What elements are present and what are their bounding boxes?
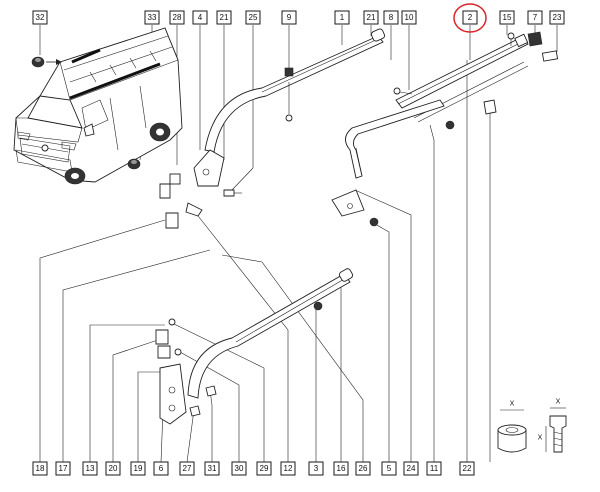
callout-label: 1 [340,13,345,22]
callout-label: 27 [183,464,192,473]
callout-20[interactable]: 20 [105,461,121,476]
dimension-label-2: X [538,435,543,442]
callout-23[interactable]: 23 [549,10,565,25]
callout-label: 33 [148,13,157,22]
callout-label: 11 [430,464,439,473]
callout-6[interactable]: 6 [153,461,169,476]
callout-2[interactable]: 2 [462,10,478,25]
callout-30[interactable]: 30 [231,461,247,476]
small-parts-top-right [483,31,559,115]
callout-27[interactable]: 27 [179,461,195,476]
callout-label: 2 [468,13,473,22]
lower-rail [155,268,354,425]
callout-17[interactable]: 17 [55,461,71,476]
callout-label: 25 [249,13,258,22]
dimension-detail: X X X [497,399,567,453]
callout-label: 20 [109,464,118,473]
callout-18[interactable]: 18 [32,461,48,476]
callout-label: 21 [367,13,376,22]
right-rail [345,33,529,179]
callout-25[interactable]: 25 [245,10,261,25]
clip-part-33 [127,158,141,170]
callout-label: 31 [208,464,217,473]
callout-11[interactable]: 11 [426,461,442,476]
callout-label: 21 [220,13,229,22]
callout-4[interactable]: 4 [192,10,208,25]
callout-label: 23 [553,13,562,22]
callout-label: 5 [387,464,392,473]
dimension-label-1: X [510,401,515,408]
callout-16[interactable]: 16 [333,461,349,476]
callout-28[interactable]: 28 [169,10,185,25]
top-callouts: 32 33 28 4 21 25 9 1 21 8 10 2 15 7 23 [32,10,565,25]
callout-5[interactable]: 5 [381,461,397,476]
callout-10[interactable]: 10 [401,10,417,25]
callout-label: 3 [314,464,319,473]
callout-9[interactable]: 9 [281,10,297,25]
callout-12[interactable]: 12 [280,461,296,476]
callout-29[interactable]: 29 [256,461,272,476]
callout-32[interactable]: 32 [32,10,48,25]
callout-19[interactable]: 19 [130,461,146,476]
callout-label: 30 [235,464,244,473]
callout-label: 17 [59,464,68,473]
van-illustration [13,27,183,185]
callout-label: 8 [389,13,394,22]
callout-13[interactable]: 13 [82,461,98,476]
callout-33[interactable]: 33 [144,10,160,25]
callout-label: 16 [337,464,346,473]
callout-label: 7 [533,13,538,22]
highlight-circle [453,3,487,33]
callout-label: 13 [86,464,95,473]
callout-label: 15 [503,13,512,22]
callout-24[interactable]: 24 [403,461,419,476]
clip-part-32 [31,56,62,68]
callout-26[interactable]: 26 [355,461,371,476]
callout-3[interactable]: 3 [308,461,324,476]
callout-label: 29 [260,464,269,473]
callout-label: 6 [159,464,164,473]
dimension-label-3: X [556,399,561,406]
callout-8[interactable]: 8 [383,10,399,25]
callout-label: 32 [36,13,45,22]
callout-label: 4 [198,13,203,22]
callout-21b[interactable]: 21 [363,10,379,25]
right-bracket [331,189,379,227]
callout-label: 9 [287,13,292,22]
callout-label: 12 [284,464,293,473]
callout-31[interactable]: 31 [204,461,220,476]
callout-21[interactable]: 21 [216,10,232,25]
callout-7[interactable]: 7 [527,10,543,25]
callout-label: 22 [463,464,472,473]
fastener-part-9 [284,67,294,122]
callout-label: 19 [134,464,143,473]
callout-15[interactable]: 15 [499,10,515,25]
callout-label: 18 [36,464,45,473]
left-rail-upper [159,28,386,229]
callout-22[interactable]: 22 [459,461,475,476]
callout-label: 26 [359,464,368,473]
callout-label: 24 [407,464,416,473]
callout-1[interactable]: 1 [334,10,350,25]
callout-label: 28 [173,13,182,22]
callout-label: 10 [405,13,414,22]
bottom-callouts: 18 17 13 20 19 6 27 31 30 29 12 3 16 26 … [32,461,475,476]
